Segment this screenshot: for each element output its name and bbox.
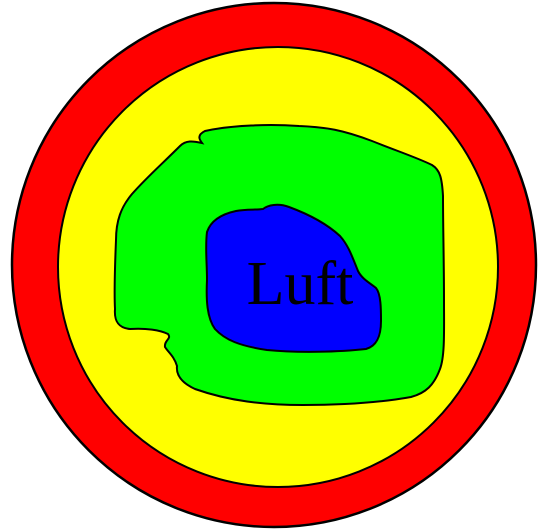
center-label: Luft <box>247 250 354 318</box>
